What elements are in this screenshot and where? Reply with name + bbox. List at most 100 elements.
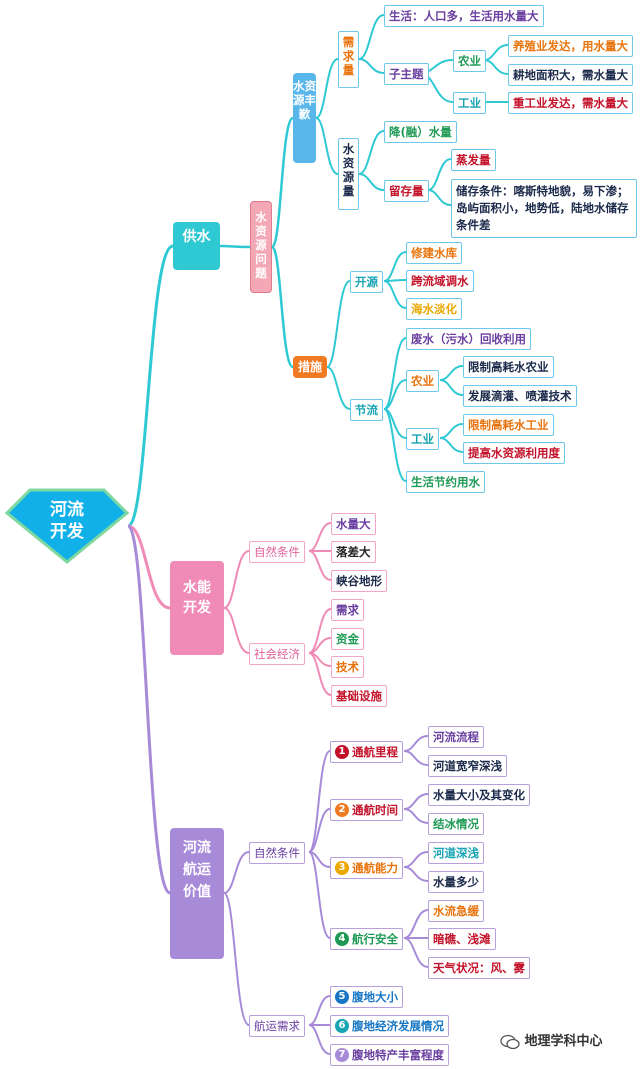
connector bbox=[308, 652, 332, 696]
connector bbox=[223, 892, 250, 1026]
connector bbox=[439, 437, 464, 453]
number-1-badge: 1 bbox=[335, 745, 349, 759]
hydro-natural-node: 自然条件 bbox=[249, 541, 305, 563]
watermark: 地理学科中心 bbox=[500, 1030, 603, 1050]
nav-d7-label: 腹地特产丰富程度 bbox=[352, 1048, 444, 1062]
connector bbox=[223, 607, 250, 654]
connector bbox=[439, 365, 464, 381]
reuse-node: 废水（污水）回收利用 bbox=[406, 328, 531, 350]
abundance-node: 水资源丰歉 bbox=[293, 73, 316, 163]
hydro-s2-node: 资金 bbox=[331, 628, 364, 650]
transfer-node: 跨流域调水 bbox=[406, 270, 474, 292]
hydro-n1-node: 水量大 bbox=[331, 513, 376, 535]
water-problem-node: 水资源问题 bbox=[250, 201, 272, 293]
connector bbox=[127, 524, 171, 610]
limit-agri-node: 限制高耗水农业 bbox=[463, 356, 554, 378]
connector bbox=[358, 173, 385, 191]
connector bbox=[403, 735, 429, 752]
hydro-n2-node: 落差大 bbox=[331, 541, 376, 563]
root-label: 河流开发 bbox=[50, 500, 84, 542]
connector bbox=[383, 279, 407, 282]
industry-node: 工业 bbox=[453, 92, 486, 114]
number-4-badge: 4 bbox=[335, 932, 349, 946]
nav-m1b-node: 河道宽窄深浅 bbox=[428, 755, 507, 777]
connector bbox=[308, 522, 332, 552]
save-node: 节流 bbox=[350, 399, 383, 421]
save-ind-node: 工业 bbox=[406, 428, 439, 450]
connector bbox=[270, 116, 295, 249]
nav-m4a-node: 水流急缓 bbox=[428, 900, 484, 922]
connector bbox=[270, 245, 295, 369]
connector bbox=[403, 851, 429, 868]
limit-ind-node: 限制高耗水工业 bbox=[463, 414, 554, 436]
connector bbox=[427, 189, 452, 206]
connector bbox=[483, 44, 509, 61]
storage-node: 储存条件：喀斯特地貌，易下渗；岛屿面积小，地势低，陆地水储存条件差 bbox=[451, 179, 637, 238]
nav-m2a-node: 水量大小及其变化 bbox=[428, 784, 530, 806]
supply-node: 供水 bbox=[173, 222, 220, 270]
connector bbox=[308, 1024, 331, 1055]
connector bbox=[383, 251, 407, 282]
connector bbox=[439, 379, 464, 396]
connector bbox=[403, 808, 429, 824]
number-5-badge: 5 bbox=[335, 990, 349, 1004]
connector bbox=[403, 866, 429, 882]
evap-node: 蒸发量 bbox=[451, 149, 496, 171]
precip-node: 降(融）水量 bbox=[384, 121, 457, 143]
connector bbox=[308, 808, 331, 853]
number-2-badge: 2 bbox=[335, 803, 349, 817]
nav-m4b-node: 暗礁、浅滩 bbox=[428, 928, 496, 950]
hydro-node: 水能开发 bbox=[170, 561, 224, 655]
connector bbox=[403, 793, 429, 810]
hydro-social-node: 社会经济 bbox=[249, 643, 305, 665]
industry-a-node: 重工业发达，需水量大 bbox=[508, 92, 633, 114]
agri-a-node: 养殖业发达，用水量大 bbox=[508, 35, 633, 57]
nav-m2-label: 通航时间 bbox=[352, 803, 398, 817]
connector bbox=[223, 550, 250, 609]
water-amount-node: 水资源量 bbox=[338, 138, 359, 210]
diamond-shape bbox=[4, 488, 130, 564]
connector bbox=[439, 423, 464, 439]
connector bbox=[308, 750, 331, 853]
raise-util-node: 提高水资源利用度 bbox=[463, 442, 565, 464]
watermark-label: 地理学科中心 bbox=[524, 1034, 603, 1049]
open-source-node: 开源 bbox=[350, 271, 383, 293]
connector bbox=[383, 337, 407, 410]
connector bbox=[315, 117, 339, 175]
wechat-icon bbox=[500, 1034, 520, 1049]
drip-node: 发展滴灌、喷灌技术 bbox=[463, 385, 577, 407]
demand-node: 需求量 bbox=[338, 31, 359, 88]
life-save-node: 生活节约用水 bbox=[406, 471, 485, 493]
connector bbox=[358, 58, 385, 74]
nav-m3a-node: 河道深浅 bbox=[428, 842, 484, 864]
navigation-node: 河流航运价值 bbox=[170, 828, 224, 959]
connector bbox=[126, 524, 172, 895]
connector bbox=[427, 158, 452, 191]
connector bbox=[403, 909, 429, 939]
connector bbox=[308, 608, 332, 654]
agri-b-node: 耕地面积大，需水量大 bbox=[508, 64, 633, 86]
root-node: 河流开发 bbox=[4, 487, 130, 565]
connector bbox=[358, 14, 385, 60]
connector bbox=[383, 280, 407, 309]
connector bbox=[308, 995, 331, 1026]
nav-m3b-node: 水量多少 bbox=[428, 871, 484, 893]
connector bbox=[483, 59, 509, 75]
number-7-badge: 7 bbox=[335, 1048, 349, 1062]
connector bbox=[223, 851, 250, 894]
hydro-s1-node: 需求 bbox=[331, 599, 364, 621]
reservoir-node: 修建水库 bbox=[406, 242, 462, 264]
connector bbox=[383, 408, 407, 482]
agri-node: 农业 bbox=[453, 50, 486, 72]
number-6-badge: 6 bbox=[335, 1019, 349, 1033]
number-3-badge: 3 bbox=[335, 861, 349, 875]
connector bbox=[127, 244, 174, 528]
hydro-s4-node: 基础设施 bbox=[331, 685, 387, 707]
